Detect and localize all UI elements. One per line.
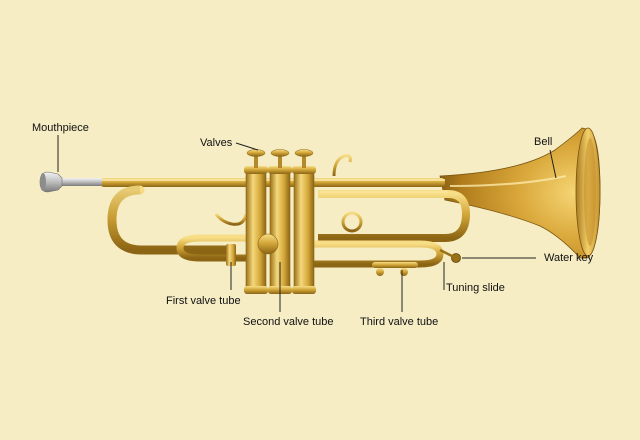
first-valve-slide-shape <box>176 234 248 266</box>
water-key-shape <box>439 248 461 263</box>
second-valve-tube-label: Second valve tube <box>243 316 334 328</box>
third-valve-tube-label: Third valve tube <box>360 316 439 328</box>
tuning-slide-label: Tuning slide <box>446 282 505 294</box>
mouthpiece-label: Mouthpiece <box>32 122 89 134</box>
valve-casings <box>244 171 316 294</box>
leader-lines <box>57 135 557 312</box>
main-loop <box>107 185 471 255</box>
finger-ring <box>214 211 363 233</box>
valves-leader <box>235 142 259 151</box>
first-valve-tube-label: First valve tube <box>166 295 241 307</box>
valve-buttons <box>244 149 352 177</box>
valves-label: Valves <box>200 137 233 149</box>
bell-shape <box>439 127 601 259</box>
water-key-label: Water key <box>544 252 594 264</box>
third-valve-slide-shape <box>312 240 444 276</box>
mouthpiece-shape <box>39 171 102 193</box>
bell-leader <box>549 149 557 179</box>
bell-label: Bell <box>534 136 553 148</box>
